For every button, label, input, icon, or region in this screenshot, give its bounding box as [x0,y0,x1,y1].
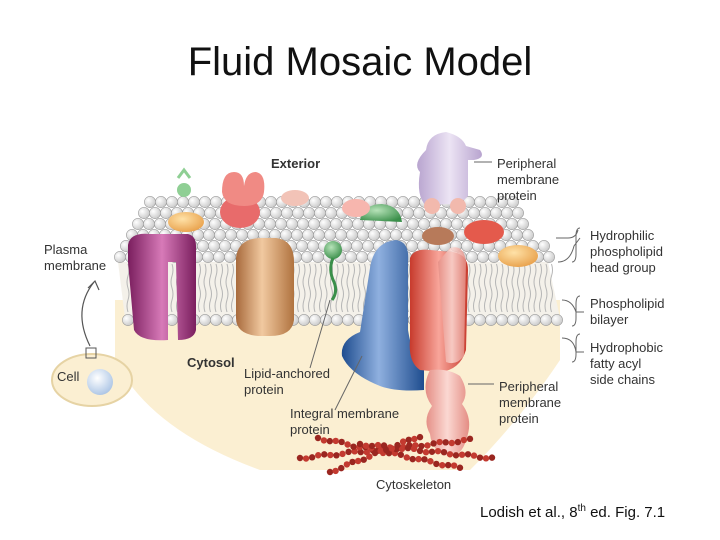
label-peripheral-top: Peripheral membrane protein [497,156,563,203]
pink-protein-2 [342,199,370,217]
label-cell: Cell [57,369,80,384]
label-hydrophilic: Hydrophilic phospholipid head group [590,228,667,275]
orange-protein [168,212,204,232]
cell-nucleus [87,369,113,395]
cell-inset [51,279,133,407]
peripheral-membrane-protein-bottom [425,369,470,456]
peripheral-membrane-protein-top [417,132,482,214]
label-brackets [571,227,581,363]
glycolipid-green [176,167,192,197]
label-bilayer: Phospholipid bilayer [590,296,668,327]
red-integral-protein [409,247,470,456]
label-plasma-membrane: Plasma membrane [44,242,106,273]
lipid-anchored-protein [324,241,342,301]
cytoskeleton [296,433,496,476]
label-peripheral-bottom: Peripheral membrane protein [499,379,565,426]
pink-protein [281,190,309,206]
label-cytoskeleton: Cytoskeleton [376,477,451,492]
blue-integral-protein [341,240,424,391]
leader-lines [309,161,584,411]
label-integral: Integral membrane protein [290,406,403,437]
brown-integral-protein [236,238,294,336]
green-protein [360,204,402,222]
figure-caption: Lodish et al., 8th ed. Fig. 7.1 [480,503,666,521]
label-exterior: Exterior [271,156,320,171]
yellow-protein [498,245,538,267]
brown-protein [422,227,454,245]
glycoprotein-red [220,172,265,228]
slide-title: Fluid Mosaic Model [187,40,533,84]
label-hydrophobic: Hydrophobic fatty acyl side chains [590,340,667,387]
purple-channel-protein [128,233,196,341]
label-cytosol: Cytosol [187,355,235,370]
red-protein [464,220,504,244]
label-lipid-anchored: Lipid-anchored protein [244,366,334,397]
